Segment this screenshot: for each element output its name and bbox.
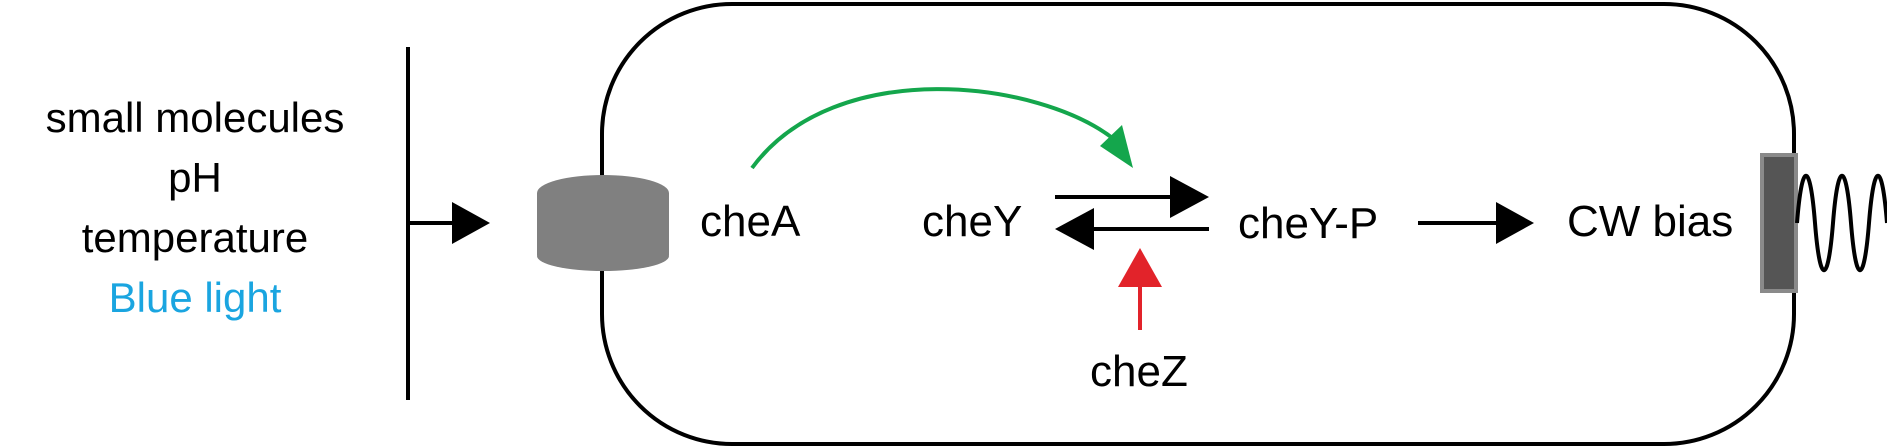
- stimulus-blue-light: Blue light: [108, 274, 282, 321]
- output-arrow-head: [1496, 202, 1534, 244]
- flagellar-motor-icon: [1760, 153, 1798, 293]
- receptor-icon: [537, 175, 669, 271]
- label-chey: cheY: [922, 197, 1022, 246]
- activation-arrow: [750, 87, 1117, 170]
- forward-arrow-head: [1170, 176, 1209, 218]
- flagellum-icon: [1795, 173, 1887, 273]
- stimulus-ph: pH: [168, 154, 222, 201]
- activation-arrow-head: [1100, 125, 1133, 168]
- reverse-arrow-head: [1055, 208, 1094, 250]
- stimulus-temperature: temperature: [81, 214, 309, 261]
- chez-arrow-head: [1118, 248, 1162, 287]
- stimulus-small-molecules: small molecules: [45, 94, 345, 141]
- input-arrow-head: [452, 202, 490, 244]
- stimuli-list: small molecules pH temperature Blue ligh…: [0, 88, 390, 328]
- label-chea: cheA: [700, 197, 801, 246]
- label-cheyp: cheY-P: [1238, 199, 1378, 248]
- label-cw-bias: CW bias: [1567, 197, 1733, 246]
- label-chez: cheZ: [1090, 347, 1188, 396]
